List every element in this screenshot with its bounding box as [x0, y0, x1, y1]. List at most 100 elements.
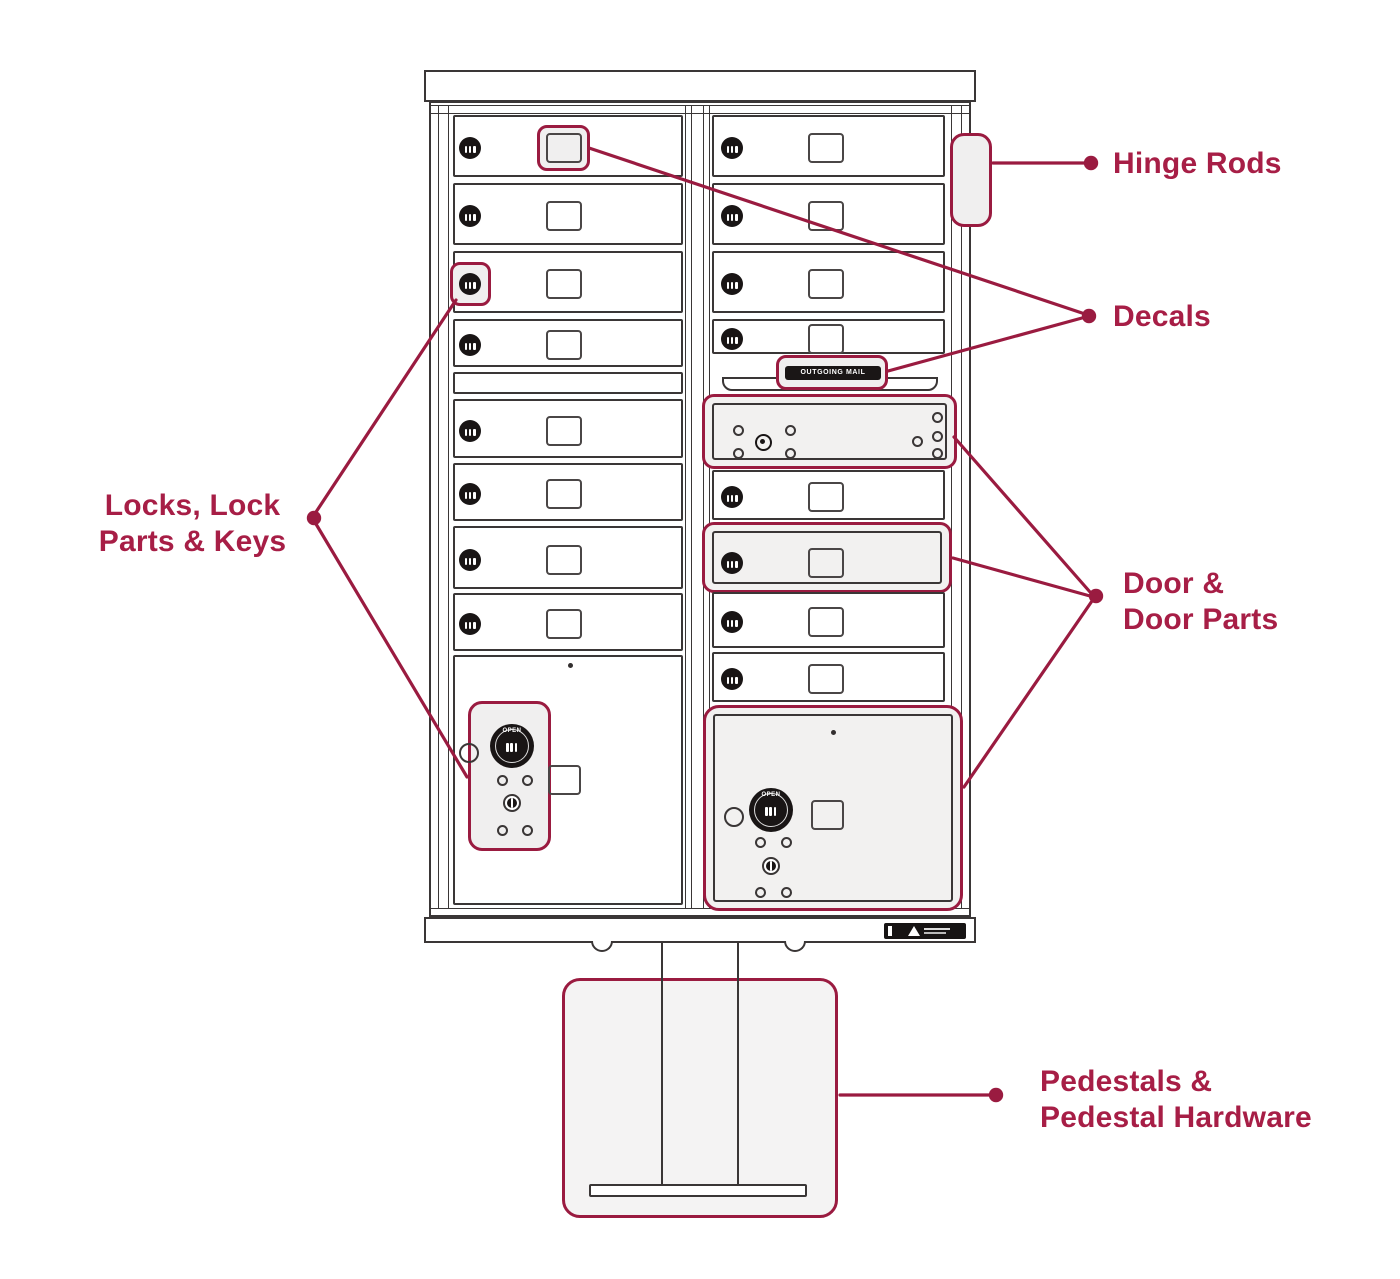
door-pin-dot	[567, 662, 573, 668]
door-decal-square	[546, 269, 582, 299]
cabinet-top-cap	[424, 70, 976, 102]
hinge-rods-dot	[1083, 155, 1099, 171]
knob-slot	[473, 343, 476, 350]
dial-open-text: OPEN	[761, 792, 781, 798]
callout-locks-text: Locks, Lock	[104, 489, 281, 522]
knob-slot	[468, 214, 472, 221]
knob-slot	[726, 336, 729, 344]
knob-slot	[464, 557, 467, 565]
pedestals-dot	[988, 1087, 1004, 1103]
knob-slot	[473, 146, 476, 153]
dial-slot	[773, 807, 776, 816]
door-decal-square	[808, 201, 844, 231]
tenant-door	[453, 115, 683, 177]
callout-door-parts[interactable]: Door & Door Parts	[1123, 566, 1278, 638]
mounting-bolt	[591, 941, 613, 952]
logo-text-mark	[924, 932, 946, 934]
tenant-door	[453, 463, 683, 521]
door-decal-square	[546, 479, 582, 509]
door-lock-knob	[459, 205, 481, 227]
logo-notch	[888, 926, 892, 936]
rivet-hole	[521, 824, 533, 836]
keyhole	[503, 794, 521, 812]
door-lock-knob	[721, 273, 743, 295]
rivet-hole	[724, 807, 744, 827]
door-decal-square	[808, 133, 844, 163]
knob-slot	[726, 495, 729, 502]
knob-slot	[468, 428, 472, 436]
callout-decals[interactable]: Decals	[1113, 299, 1211, 335]
knob-slot	[730, 677, 734, 684]
door-decal-square	[546, 415, 582, 446]
pedestal-base-plate	[589, 1184, 807, 1197]
knob-slot	[468, 622, 472, 629]
knob-slot	[468, 557, 472, 565]
lock-cylinder	[754, 433, 772, 451]
knob-slot	[473, 622, 476, 629]
knob-slot	[473, 492, 476, 499]
knob-slot	[473, 214, 476, 221]
tenant-door	[712, 531, 942, 584]
door-parts-line-2	[951, 556, 1092, 598]
tenant-door	[712, 592, 945, 648]
door-lock-knob	[459, 483, 481, 505]
replacement-blank-door	[712, 403, 947, 460]
door-decal-square	[546, 133, 582, 163]
tenant-door	[712, 470, 945, 520]
parcel-lock-unit-highlight: OPEN	[468, 701, 551, 851]
tenant-door	[453, 319, 683, 367]
door-lock-knob	[721, 668, 743, 690]
door-decal-square	[808, 269, 844, 299]
knob-slot	[730, 282, 734, 289]
hinge-rod-highlight	[950, 133, 992, 227]
knob-slot	[735, 214, 738, 221]
rivet-hole	[931, 447, 943, 459]
door-lock-knob	[721, 551, 743, 574]
rivet-hole	[496, 824, 508, 836]
callout-pedestals[interactable]: Pedestals & Pedestal Hardware	[1040, 1064, 1312, 1136]
door-lock-knob	[459, 419, 481, 442]
knob-slot	[464, 343, 467, 350]
mounting-bolt	[784, 941, 806, 952]
knob-slot	[735, 495, 738, 502]
tenant-door	[450, 251, 683, 313]
cabinet-center-divider-inner	[691, 105, 704, 908]
parcel-locker-door: OPEN	[713, 714, 953, 902]
parcel-door-highlight: OPEN	[703, 705, 963, 911]
knob-slot	[735, 282, 738, 289]
door-lock-knob	[459, 613, 481, 635]
pedestal-highlight	[562, 978, 838, 1218]
rivet-hole	[732, 447, 744, 459]
door-lock-knob	[459, 334, 481, 356]
door-decal-square	[808, 547, 844, 578]
callout-locks[interactable]: Locks, Lock Parts & Keys	[85, 488, 300, 560]
knob-slot	[464, 214, 467, 221]
cabinet-left-rail	[438, 105, 449, 908]
manufacturer-logo-label	[884, 923, 966, 939]
knob-slot	[730, 495, 734, 502]
tenant-door	[712, 652, 945, 702]
rivet-hole	[780, 836, 792, 848]
tenant-door	[712, 183, 945, 245]
decals-dot	[1081, 308, 1097, 324]
knob-slot	[735, 620, 738, 627]
knob-slot	[726, 214, 729, 221]
callout-hinge-rods[interactable]: Hinge Rods	[1113, 146, 1282, 182]
rivet-hole	[931, 430, 943, 442]
callout-pedestals-text: Pedestals &	[1040, 1065, 1213, 1098]
door-lock-knob	[459, 273, 481, 295]
rivet-hole	[732, 424, 744, 436]
door-parts-dot	[1088, 588, 1104, 604]
dial-ring	[495, 729, 529, 763]
knob-slot	[464, 622, 467, 629]
door-decal-square	[546, 609, 582, 639]
knob-slot	[726, 677, 729, 684]
dial-ring	[754, 793, 788, 827]
cylinder-core	[760, 439, 765, 444]
callout-pedestals-text: Pedestal Hardware	[1040, 1101, 1312, 1134]
door-parts-line-3	[962, 599, 1094, 789]
tenant-door	[453, 399, 683, 458]
dial-slot	[510, 743, 513, 752]
knob-slot	[473, 428, 476, 436]
